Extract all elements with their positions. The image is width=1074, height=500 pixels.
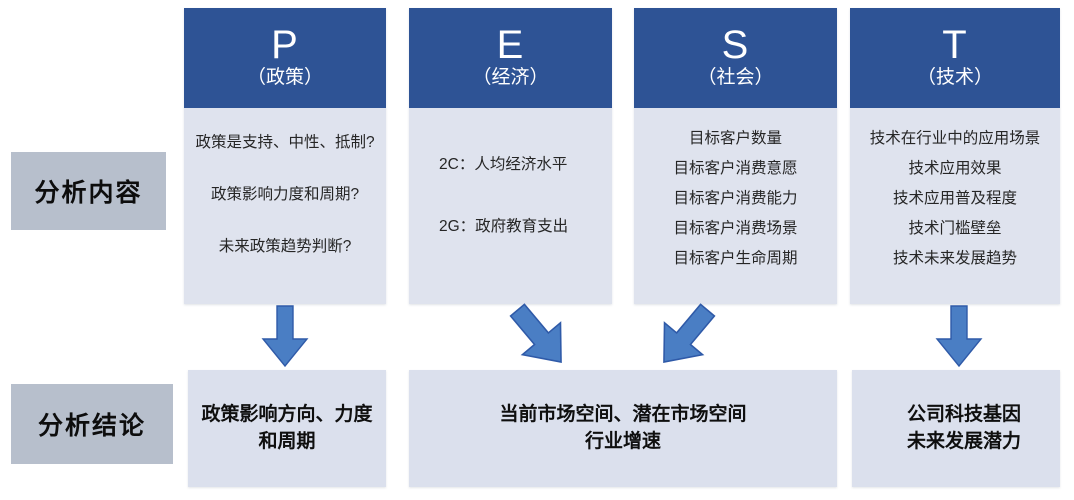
column-header-social: S （社会）	[634, 8, 837, 108]
column-item: 技术未来发展趋势	[892, 250, 1017, 267]
column-item: 目标客户生命周期	[673, 250, 798, 267]
row-label-analysis-content-text: 分析内容	[34, 179, 143, 207]
column-body-political: 政策是支持、中性、抵制? 政策影响力度和周期? 未来政策趋势判断?	[184, 108, 386, 304]
column-letter-e: E	[496, 23, 525, 68]
column-header-economic: E （经济）	[409, 8, 612, 108]
column-item: 政策是支持、中性、抵制?	[195, 134, 375, 151]
column-item: 政策影响力度和周期?	[210, 186, 360, 203]
column-item: 未来政策趋势判断?	[218, 238, 352, 255]
column-letter-p: P	[271, 23, 299, 68]
column-item: 目标客户消费能力	[673, 190, 798, 207]
column-letter-s: S	[721, 23, 750, 68]
pest-column-economic: E （经济） 2C：人均经济水平 2G：政府教育支出	[409, 8, 612, 304]
conclusion-box-technological: 公司科技基因 未来发展潜力	[852, 370, 1060, 487]
conclusion-box-economic-social: 当前市场空间、潜在市场空间 行业增速	[409, 370, 837, 487]
column-item: 目标客户数量	[688, 130, 782, 147]
row-label-analysis-content: 分析内容	[11, 152, 166, 230]
conclusion-line: 行业增速	[584, 430, 661, 452]
column-letter-t: T	[942, 23, 968, 68]
column-name-economic: （经济）	[472, 67, 549, 89]
conclusion-line: 当前市场空间、潜在市场空间	[499, 404, 747, 426]
arrow-down-technological	[933, 305, 985, 368]
row-label-analysis-conclusion-text: 分析结论	[37, 412, 146, 440]
column-body-social: 目标客户数量 目标客户消费意愿 目标客户消费能力 目标客户消费场景 目标客户生命…	[634, 108, 837, 304]
column-name-political: （政策）	[246, 67, 323, 89]
conclusion-box-political: 政策影响方向、力度 和周期	[188, 370, 386, 487]
column-header-political: P （政策）	[184, 8, 386, 108]
conclusion-line: 政策影响方向、力度	[201, 404, 373, 426]
conclusion-line: 公司科技基因	[906, 404, 1021, 426]
column-body-technological: 技术在行业中的应用场景 技术应用效果 技术应用普及程度 技术门槛壁垒 技术未来发…	[850, 108, 1060, 304]
pest-column-social: S （社会） 目标客户数量 目标客户消费意愿 目标客户消费能力 目标客户消费场景…	[634, 8, 837, 304]
conclusion-line: 和周期	[258, 430, 316, 452]
column-item: 目标客户消费场景	[673, 220, 798, 237]
column-item: 技术在行业中的应用场景	[869, 130, 1041, 147]
arrow-diagonal-social	[650, 302, 720, 372]
column-item: 2C：人均经济水平	[439, 156, 568, 173]
column-body-economic: 2C：人均经济水平 2G：政府教育支出	[409, 108, 612, 304]
column-header-technological: T （技术）	[850, 8, 1060, 108]
column-name-technological: （技术）	[916, 67, 993, 89]
column-item: 技术应用普及程度	[892, 190, 1017, 207]
column-item: 技术门槛壁垒	[908, 220, 1002, 237]
pest-column-technological: T （技术） 技术在行业中的应用场景 技术应用效果 技术应用普及程度 技术门槛壁…	[850, 8, 1060, 304]
row-label-analysis-conclusion: 分析结论	[11, 384, 173, 464]
column-name-social: （社会）	[697, 67, 774, 89]
arrow-diagonal-economic	[505, 302, 575, 372]
pest-column-political: P （政策） 政策是支持、中性、抵制? 政策影响力度和周期? 未来政策趋势判断?	[184, 8, 386, 304]
column-item: 技术应用效果	[908, 160, 1002, 177]
arrow-down-political	[259, 305, 311, 368]
column-item: 2G：政府教育支出	[439, 218, 569, 235]
column-item: 目标客户消费意愿	[673, 160, 798, 177]
conclusion-line: 未来发展潜力	[906, 430, 1021, 452]
